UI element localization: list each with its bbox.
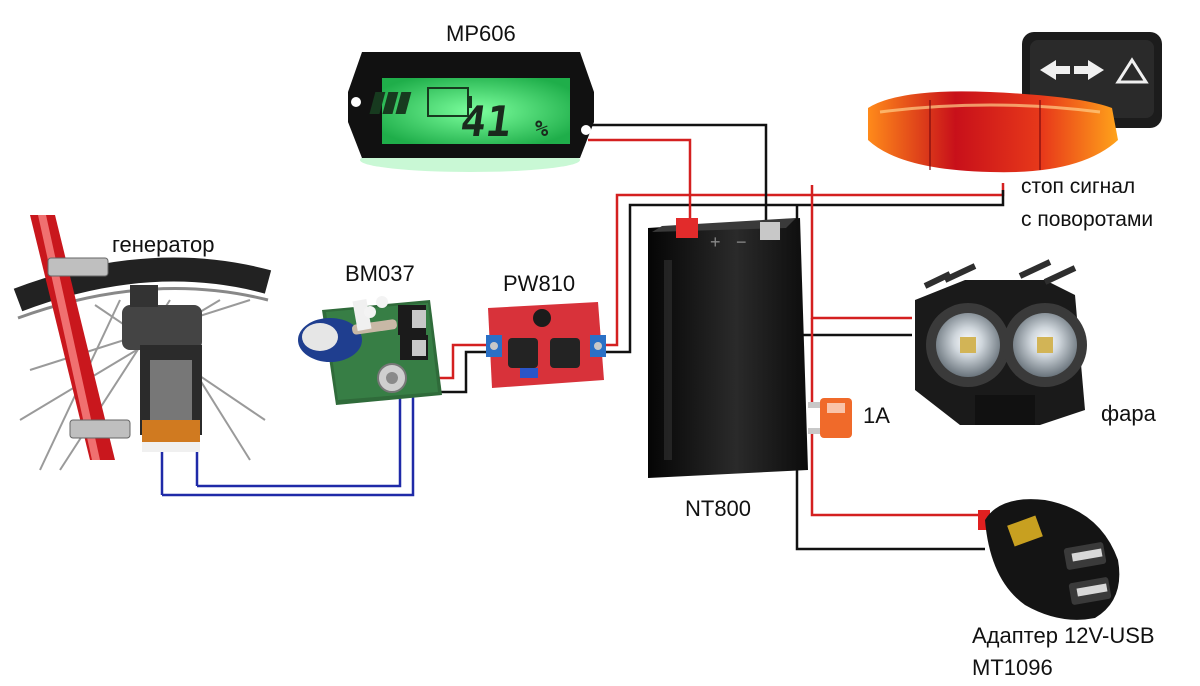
brake-light-label-line2: с поворотами [1021,208,1154,231]
fuse-label: 1A [863,403,890,428]
battery-minus-mark: − [736,232,747,252]
adapter-label-line2: MT1096 [972,655,1053,680]
wire-load-negative [795,205,912,337]
nt800-label: NT800 [685,496,752,521]
wire-fuse-out [810,428,980,517]
wires [162,123,1005,551]
pw810-label: PW810 [503,271,576,296]
generator-label: генератор [112,232,215,257]
brake-light-with-turn-signals [868,32,1162,173]
brake-light-label-line1: стоп сигнал [1021,175,1136,198]
wire-bm037-pw810-positive [428,343,490,380]
wire-pw810-negative [602,190,1005,354]
hazard-triangle-icon [1115,57,1149,84]
wire-mp606-negative [590,123,768,235]
headlight [915,259,1087,425]
lcd-percent-value: 41 [457,97,514,146]
wire-generator-1 [162,395,415,497]
nt800-battery: + − [648,218,808,478]
wire-bm037-pw810-negative [428,350,490,394]
fuse [808,398,852,438]
arrow-left-icon [1040,60,1070,80]
adapter-label-line1: Адаптер 12V-USB [972,623,1155,648]
bm037-rectifier-board [298,296,442,405]
wire-mp606-positive [588,138,692,225]
arrow-right-icon [1074,60,1104,80]
generator-illustration [13,205,272,495]
mp606-label: MP606 [446,21,516,46]
bm037-label: BM037 [345,261,415,286]
headlight-label: фара [1101,401,1156,426]
pw810-converter-board [486,302,606,388]
battery-plus-mark: + [710,232,721,252]
usb-adapter [978,499,1120,620]
wire-generator-2 [197,395,402,488]
mp606-battery-meter: 41 % [348,52,594,172]
lcd-percent-unit: % [535,117,549,142]
